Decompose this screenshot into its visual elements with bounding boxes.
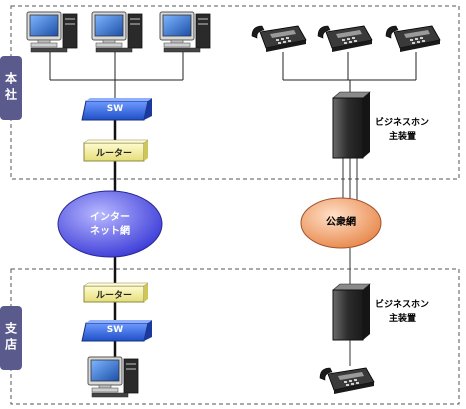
pbx-hq-label: ビジネスホン 主装置 xyxy=(375,116,429,144)
pbx-hq-label-line1: ビジネスホン xyxy=(375,118,430,128)
pbx-branch-label-line2: 主装置 xyxy=(389,314,417,324)
computer-icon[interactable] xyxy=(26,11,78,53)
site-tab-honsha: 本社 xyxy=(0,56,22,120)
site-label-shiten: 支店 xyxy=(3,322,18,354)
pbx-hq-label-line2: 主装置 xyxy=(389,132,417,142)
internet-label: インター ネット網 xyxy=(70,211,150,239)
public-network-label: 公衆網 xyxy=(326,217,356,228)
shiten-site-boundary xyxy=(10,268,460,405)
internet-label-line1: インター xyxy=(90,212,130,223)
telephone-icon[interactable] xyxy=(385,25,441,53)
public-network-cloud xyxy=(300,197,382,249)
computer-icon[interactable] xyxy=(87,356,139,398)
computer-icon[interactable] xyxy=(91,11,143,53)
internet-cloud xyxy=(57,190,163,258)
pbx-branch-label-line1: ビジネスホン xyxy=(375,300,430,310)
pbx-branch[interactable] xyxy=(332,283,371,341)
telephone-icon[interactable] xyxy=(317,25,373,53)
internet-label-line2: ネット網 xyxy=(90,226,130,237)
switch-hq-label: SW xyxy=(106,104,124,114)
telephone-icon[interactable] xyxy=(319,367,375,395)
router-branch-label: ルーター xyxy=(95,291,132,301)
computer-icon[interactable] xyxy=(159,11,211,53)
site-label-honsha: 本社 xyxy=(3,72,18,104)
switch-branch[interactable] xyxy=(81,320,152,342)
pbx-branch-label: ビジネスホン 主装置 xyxy=(375,298,429,326)
pbx-hq[interactable] xyxy=(332,91,371,159)
router-hq-label: ルーター xyxy=(95,149,132,159)
site-tab-shiten: 支店 xyxy=(0,306,22,370)
switch-hq[interactable] xyxy=(81,98,152,121)
telephone-icon[interactable] xyxy=(251,25,307,53)
router-branch[interactable] xyxy=(83,282,149,303)
switch-branch-label: SW xyxy=(106,325,124,335)
router-hq[interactable] xyxy=(83,139,149,162)
